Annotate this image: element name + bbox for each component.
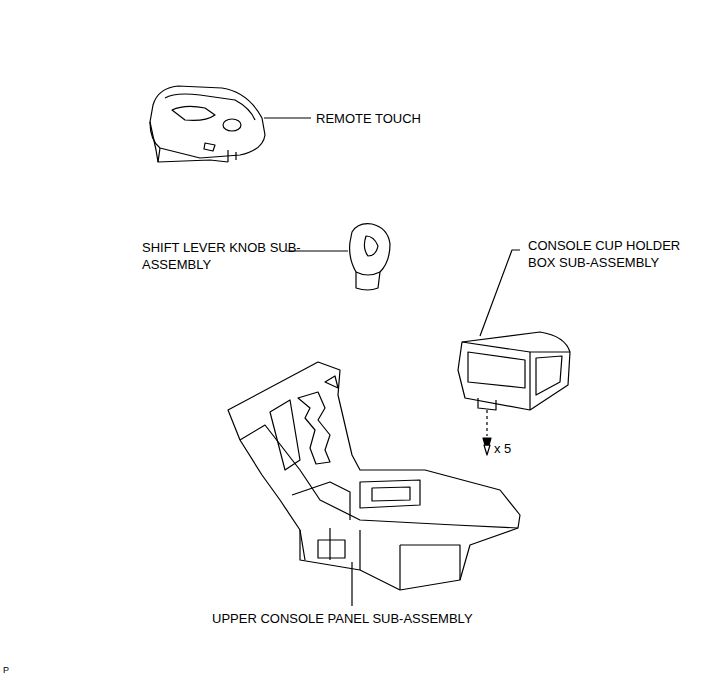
leader-line <box>264 117 311 118</box>
page-mark: P <box>3 665 9 676</box>
part-name: REMOTE TOUCH <box>316 110 421 127</box>
cup-holder-drawing <box>458 332 570 410</box>
bolt-symbol <box>483 438 491 455</box>
quantity-label: x 5 <box>494 440 511 457</box>
part-name: SHIFT LEVER KNOB SUB-ASSEMBLY <box>142 239 302 273</box>
remote-touch-drawing <box>150 86 265 162</box>
shift-knob-drawing <box>350 224 390 290</box>
dashed-line <box>486 410 487 436</box>
part-name: CONSOLE CUP HOLDER BOX SUB-ASSEMBLY <box>528 237 688 271</box>
console-panel-drawing <box>228 362 520 590</box>
leader-line <box>480 250 520 336</box>
leader-line <box>351 562 352 606</box>
part-name: UPPER CONSOLE PANEL SUB-ASSEMBLY <box>212 610 473 627</box>
